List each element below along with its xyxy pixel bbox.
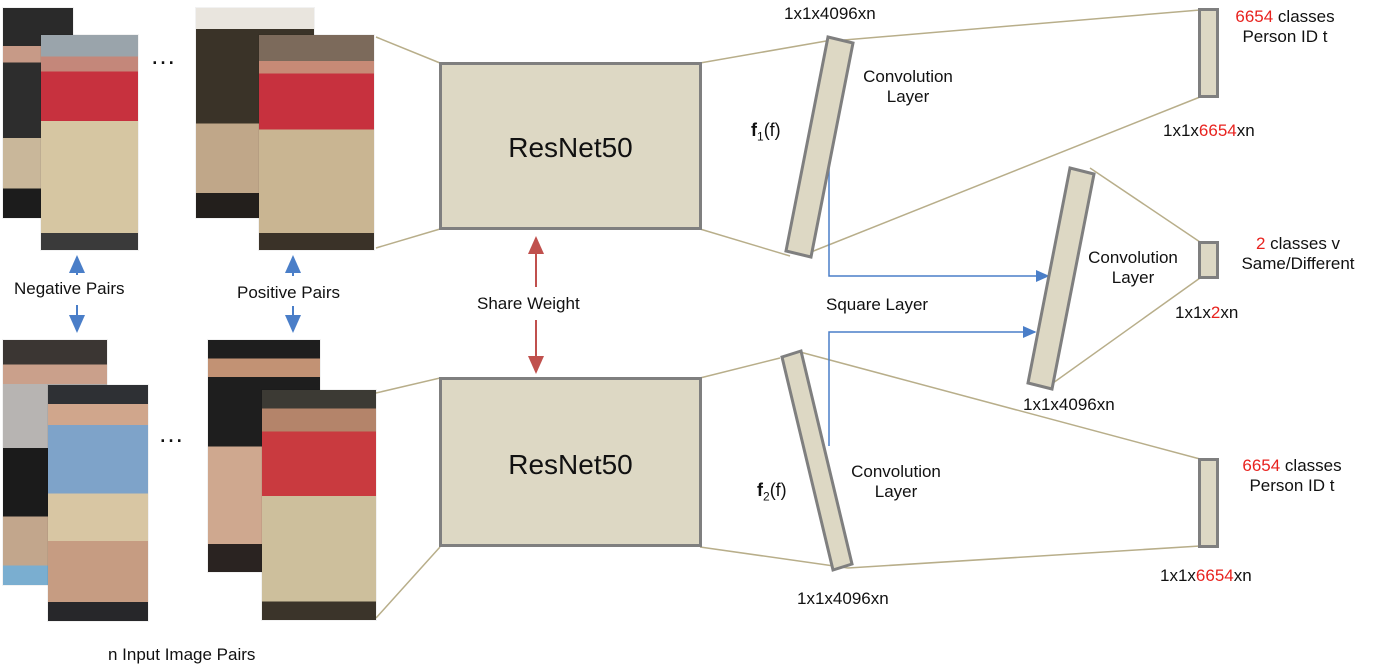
conv-bar-bottom [780, 349, 854, 572]
square-arrow-top [828, 148, 1050, 282]
square-layer-label: Square Layer [826, 295, 929, 314]
connector-line [699, 39, 833, 64]
output-top-dim: 1x1x6654xn [1163, 121, 1255, 140]
bottom-dim-label: 1x1x4096xn [797, 589, 889, 608]
ellipsis-bottom: … [158, 418, 184, 448]
connector-line [847, 545, 1201, 569]
connector-line [1045, 277, 1201, 389]
connector-line [699, 546, 849, 569]
output-mid-dim: 1x1x2xn [1175, 303, 1239, 322]
output-box-bottom [1198, 458, 1219, 548]
conv-bar-verif [1026, 166, 1096, 391]
connector-line [699, 357, 781, 379]
ellipsis-top: … [150, 40, 176, 70]
connector-line [805, 96, 1201, 255]
person-photo [41, 35, 138, 250]
connector-line [799, 351, 1201, 460]
negative-pairs-label: Negative Pairs [14, 279, 125, 298]
output-box-top [1198, 8, 1219, 98]
connector-line [375, 228, 441, 249]
connector-line [375, 36, 441, 64]
input-caption: n Input Image Pairs [108, 645, 256, 664]
connector-line [699, 228, 791, 257]
f1-label: f1(f) [751, 120, 781, 144]
person-photo [48, 385, 148, 621]
square-arrow-bottom [828, 326, 1037, 446]
connector-line [1089, 167, 1201, 243]
resnet-label-bottom: ResNet50 [508, 449, 633, 480]
verif-dim-label: 1x1x4096xn [1023, 395, 1115, 414]
connector-line [375, 546, 441, 619]
resnet-label-top: ResNet50 [508, 132, 633, 163]
resnet-box-bottom: ResNet50 [439, 377, 702, 547]
positive-pairs-label: Positive Pairs [237, 283, 340, 302]
top-dim-label: 1x1x4096xn [784, 4, 876, 23]
f2-label: f2(f) [757, 480, 787, 504]
connector-line [843, 9, 1201, 41]
output-bottom-dim: 1x1x6654xn [1160, 566, 1252, 585]
share-weight-label: Share Weight [477, 294, 580, 313]
resnet-box-top: ResNet50 [439, 62, 702, 230]
conv-bar-top [784, 35, 855, 259]
connector-line [375, 377, 441, 394]
output-box-mid [1198, 241, 1219, 279]
person-photo [262, 390, 376, 620]
person-photo [259, 35, 374, 250]
